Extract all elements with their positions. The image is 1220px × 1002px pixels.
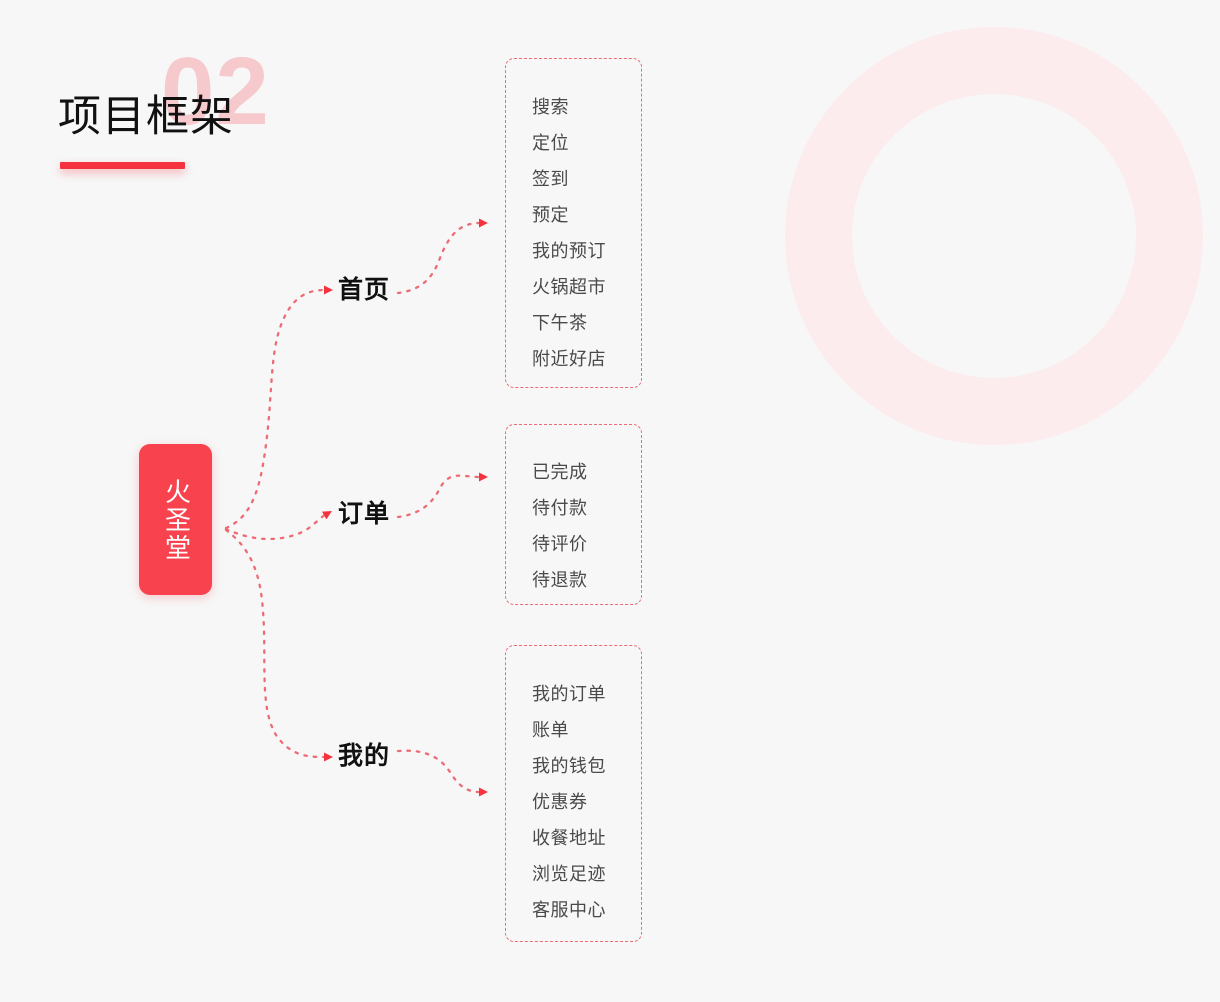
heading-underline-bar bbox=[60, 162, 185, 169]
leaf-item[interactable]: 预定 bbox=[532, 205, 569, 225]
decorative-ring-shape bbox=[785, 27, 1203, 445]
leaf-box-home: 搜索定位签到预定我的预订火锅超市下午茶附近好店 bbox=[505, 58, 642, 388]
leaf-item[interactable]: 待付款 bbox=[532, 498, 588, 518]
section-heading: 02 项目框架 bbox=[58, 44, 358, 184]
leaf-list-orders: 已完成待付款待评价待退款 bbox=[532, 454, 652, 598]
leaf-item[interactable]: 待评价 bbox=[532, 534, 588, 554]
leaf-box-mine: 我的订单账单我的钱包优惠券收餐地址浏览足迹客服中心 bbox=[505, 645, 642, 942]
leaf-item[interactable]: 我的预订 bbox=[532, 241, 606, 261]
connector-mine-to-mine-box bbox=[396, 749, 488, 797]
leaf-list-home: 搜索定位签到预定我的预订火锅超市下午茶附近好店 bbox=[532, 89, 652, 377]
leaf-item[interactable]: 已完成 bbox=[532, 462, 588, 482]
leaf-item[interactable]: 待退款 bbox=[532, 570, 588, 590]
connector-root-to-orders bbox=[224, 511, 332, 541]
connector-root-to-home bbox=[224, 285, 333, 530]
leaf-item[interactable]: 定位 bbox=[532, 133, 569, 153]
leaf-item[interactable]: 签到 bbox=[532, 169, 569, 189]
leaf-item[interactable]: 附近好店 bbox=[532, 349, 606, 369]
connector-home-to-home-box bbox=[396, 218, 488, 295]
leaf-item[interactable]: 账单 bbox=[532, 720, 569, 740]
leaf-item[interactable]: 搜索 bbox=[532, 97, 569, 117]
leaf-item[interactable]: 我的钱包 bbox=[532, 756, 606, 776]
root-node[interactable]: 火圣堂 bbox=[139, 444, 212, 595]
leaf-item[interactable]: 下午茶 bbox=[532, 313, 588, 333]
root-node-label: 火圣堂 bbox=[161, 477, 192, 562]
connector-orders-to-orders-box bbox=[396, 472, 488, 519]
section-number: 02 bbox=[161, 38, 270, 145]
leaf-box-orders: 已完成待付款待评价待退款 bbox=[505, 424, 642, 605]
leaf-item[interactable]: 客服中心 bbox=[532, 900, 606, 920]
branch-label-mine[interactable]: 我的 bbox=[338, 742, 391, 770]
connector-root-to-mine bbox=[224, 528, 333, 762]
leaf-item[interactable]: 浏览足迹 bbox=[532, 864, 606, 884]
leaf-item[interactable]: 火锅超市 bbox=[532, 277, 606, 297]
leaf-list-mine: 我的订单账单我的钱包优惠券收餐地址浏览足迹客服中心 bbox=[532, 676, 652, 928]
branch-label-orders[interactable]: 订单 bbox=[338, 500, 391, 528]
leaf-item[interactable]: 收餐地址 bbox=[532, 828, 606, 848]
leaf-item[interactable]: 优惠券 bbox=[532, 792, 588, 812]
page-title: 项目框架 bbox=[58, 93, 234, 141]
leaf-item[interactable]: 我的订单 bbox=[532, 684, 606, 704]
branch-label-home[interactable]: 首页 bbox=[338, 276, 391, 304]
